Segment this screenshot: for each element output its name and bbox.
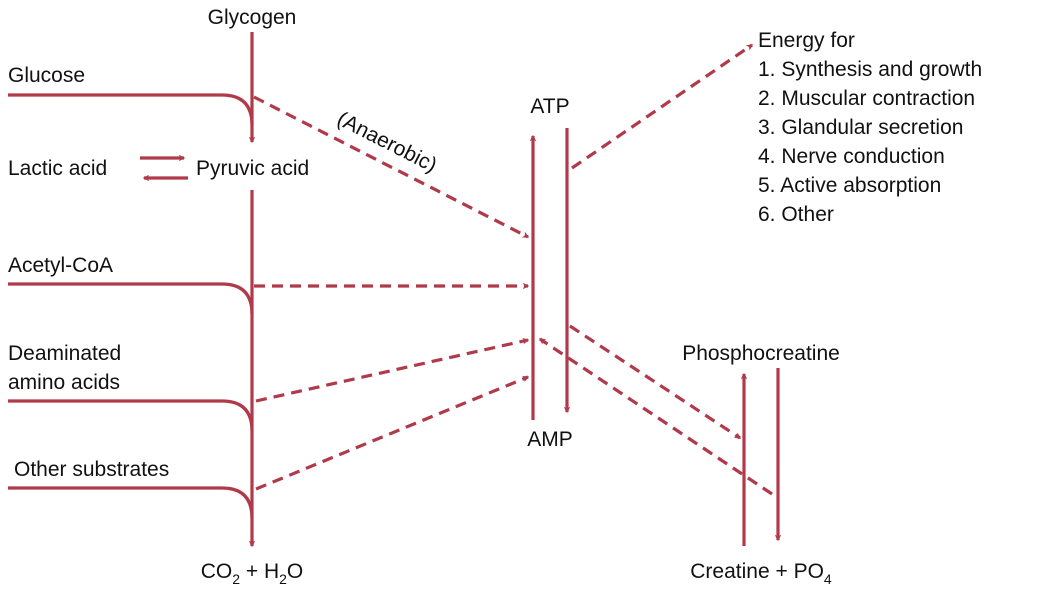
energy-use-5: 5. Active absorption: [758, 174, 941, 197]
co2-text: CO: [201, 560, 233, 583]
deaminated-amino-acids-label-line1: Deaminated: [8, 342, 121, 365]
glucose-inflow-line: [8, 93, 254, 126]
energy-use-3: 3. Glandular secretion: [758, 116, 963, 139]
atp-to-phosphocreatine-dashed-arrow: [569, 324, 742, 440]
acetyl-coa-inflow-line: [8, 282, 254, 315]
phosphocreatine-to-atp-dashed-arrow: [538, 337, 773, 496]
energy-use-1: 1. Synthesis and growth: [758, 58, 982, 81]
atp-to-energy-dashed-arrow: [571, 43, 754, 170]
other-substrates-inflow-line: [8, 486, 254, 519]
h2o-subscript: 2: [279, 571, 287, 587]
anaerobic-to-atp-dashed-arrow: [253, 95, 530, 239]
lactic-acid-label: Lactic acid: [8, 157, 107, 180]
co2-subscript: 2: [232, 571, 240, 587]
phosphocreatine-label: Phosphocreatine: [682, 342, 840, 365]
creatine-text: Creatine + PO: [690, 560, 824, 583]
acetyl-coa-label: Acetyl-CoA: [8, 254, 113, 277]
energy-use-6: 6. Other: [758, 203, 834, 226]
amino-acids-inflow-line: [8, 399, 254, 432]
energy-use-2: 2. Muscular contraction: [758, 87, 975, 110]
deaminated-amino-acids-label-line2: amino acids: [8, 371, 120, 394]
amp-label: AMP: [527, 428, 573, 451]
other-substrates-to-atp-dashed-arrow: [255, 375, 530, 491]
h2o-o-text: O: [287, 560, 303, 583]
other-substrates-label: Other substrates: [14, 458, 169, 481]
glycogen-label: Glycogen: [208, 6, 297, 29]
amino-acids-to-atp-dashed-arrow: [255, 337, 530, 403]
pyruvic-acid-label: Pyruvic acid: [196, 157, 309, 180]
po4-subscript: 4: [824, 571, 832, 587]
co2-h2o-label: CO2 + H2O: [201, 560, 304, 587]
energy-use-4: 4. Nerve conduction: [758, 145, 945, 168]
plus-h-text: + H: [240, 560, 279, 583]
atp-label: ATP: [530, 95, 569, 118]
glucose-label: Glucose: [8, 64, 85, 87]
energy-for-title: Energy for: [758, 29, 855, 52]
creatine-po4-label: Creatine + PO4: [690, 560, 832, 587]
